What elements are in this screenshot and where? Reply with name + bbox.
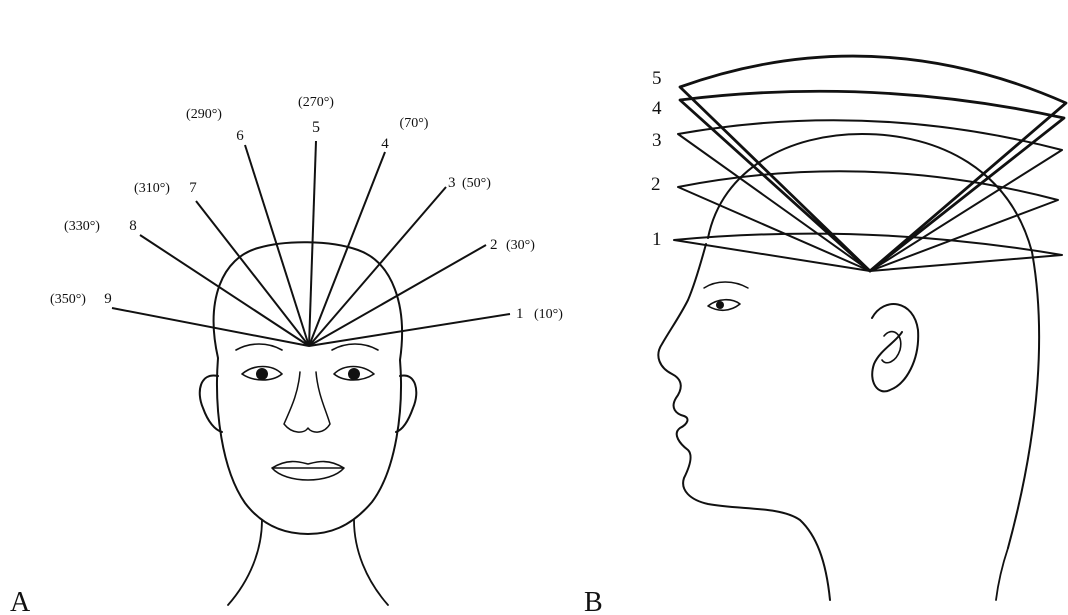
right-eyebrow <box>332 344 378 350</box>
ray-angle-2: (30°) <box>506 238 535 253</box>
head-outline-front <box>214 242 402 534</box>
ray-angle-5: (270°) <box>298 95 334 110</box>
left-pupil <box>256 368 268 380</box>
level-label-3: 3 <box>652 130 662 151</box>
ray-angle-9: (350°) <box>50 292 86 307</box>
ray-angle-7: (310°) <box>134 181 170 196</box>
face-profile <box>658 244 830 600</box>
neck <box>228 520 388 605</box>
ray-line-6 <box>245 145 309 346</box>
panel-b-label: B <box>584 587 603 615</box>
right-pupil <box>348 368 360 380</box>
ray-angle-4: (70°) <box>400 116 429 131</box>
pupil-profile <box>716 301 724 309</box>
ray-line-4 <box>309 152 385 346</box>
arcs-group: 1 2 3 4 5 <box>651 56 1066 271</box>
level-label-1: 1 <box>652 229 662 250</box>
ray-number-8: 8 <box>129 218 137 234</box>
cutting-plane-1 <box>674 234 1062 271</box>
ray-number-2: 2 <box>490 237 498 253</box>
panel-a-label: A <box>10 587 31 615</box>
eyebrow-profile <box>704 282 748 288</box>
neck-back <box>996 548 1008 600</box>
ray-angle-8: (330°) <box>64 219 100 234</box>
ear-profile <box>872 304 918 391</box>
panel-a: 1 (10°) 2 (30°) 3 (50°) 4 (70°) 5 (270°) 6 (290°) 7 (… <box>10 95 563 615</box>
mouth <box>272 462 344 481</box>
level-label-2: 2 <box>651 174 661 195</box>
level-label-5: 5 <box>652 68 662 89</box>
ray-number-7: 7 <box>189 180 197 196</box>
ray-line-1 <box>309 314 510 346</box>
ray-line-2 <box>309 245 486 346</box>
ray-number-1: 1 <box>516 306 524 322</box>
ray-angle-3: (50°) <box>462 176 491 191</box>
ray-line-3 <box>309 187 446 346</box>
ray-angle-1: (10°) <box>534 307 563 322</box>
ray-line-5 <box>309 141 316 346</box>
left-eyebrow <box>236 344 282 350</box>
nose <box>284 372 330 432</box>
rays-group: 1 (10°) 2 (30°) 3 (50°) 4 (70°) 5 (270°) 6 (290°) 7 (… <box>50 95 563 346</box>
ray-number-5: 5 <box>312 119 320 136</box>
ray-angle-6: (290°) <box>186 107 222 122</box>
ray-number-4: 4 <box>381 136 389 152</box>
cutting-plane-2 <box>678 171 1058 271</box>
ray-number-3: 3 <box>448 175 456 191</box>
ray-number-9: 9 <box>104 291 112 307</box>
level-label-4: 4 <box>652 98 662 119</box>
panel-b: 1 2 3 4 5 B <box>584 56 1066 615</box>
ray-number-6: 6 <box>236 128 244 144</box>
